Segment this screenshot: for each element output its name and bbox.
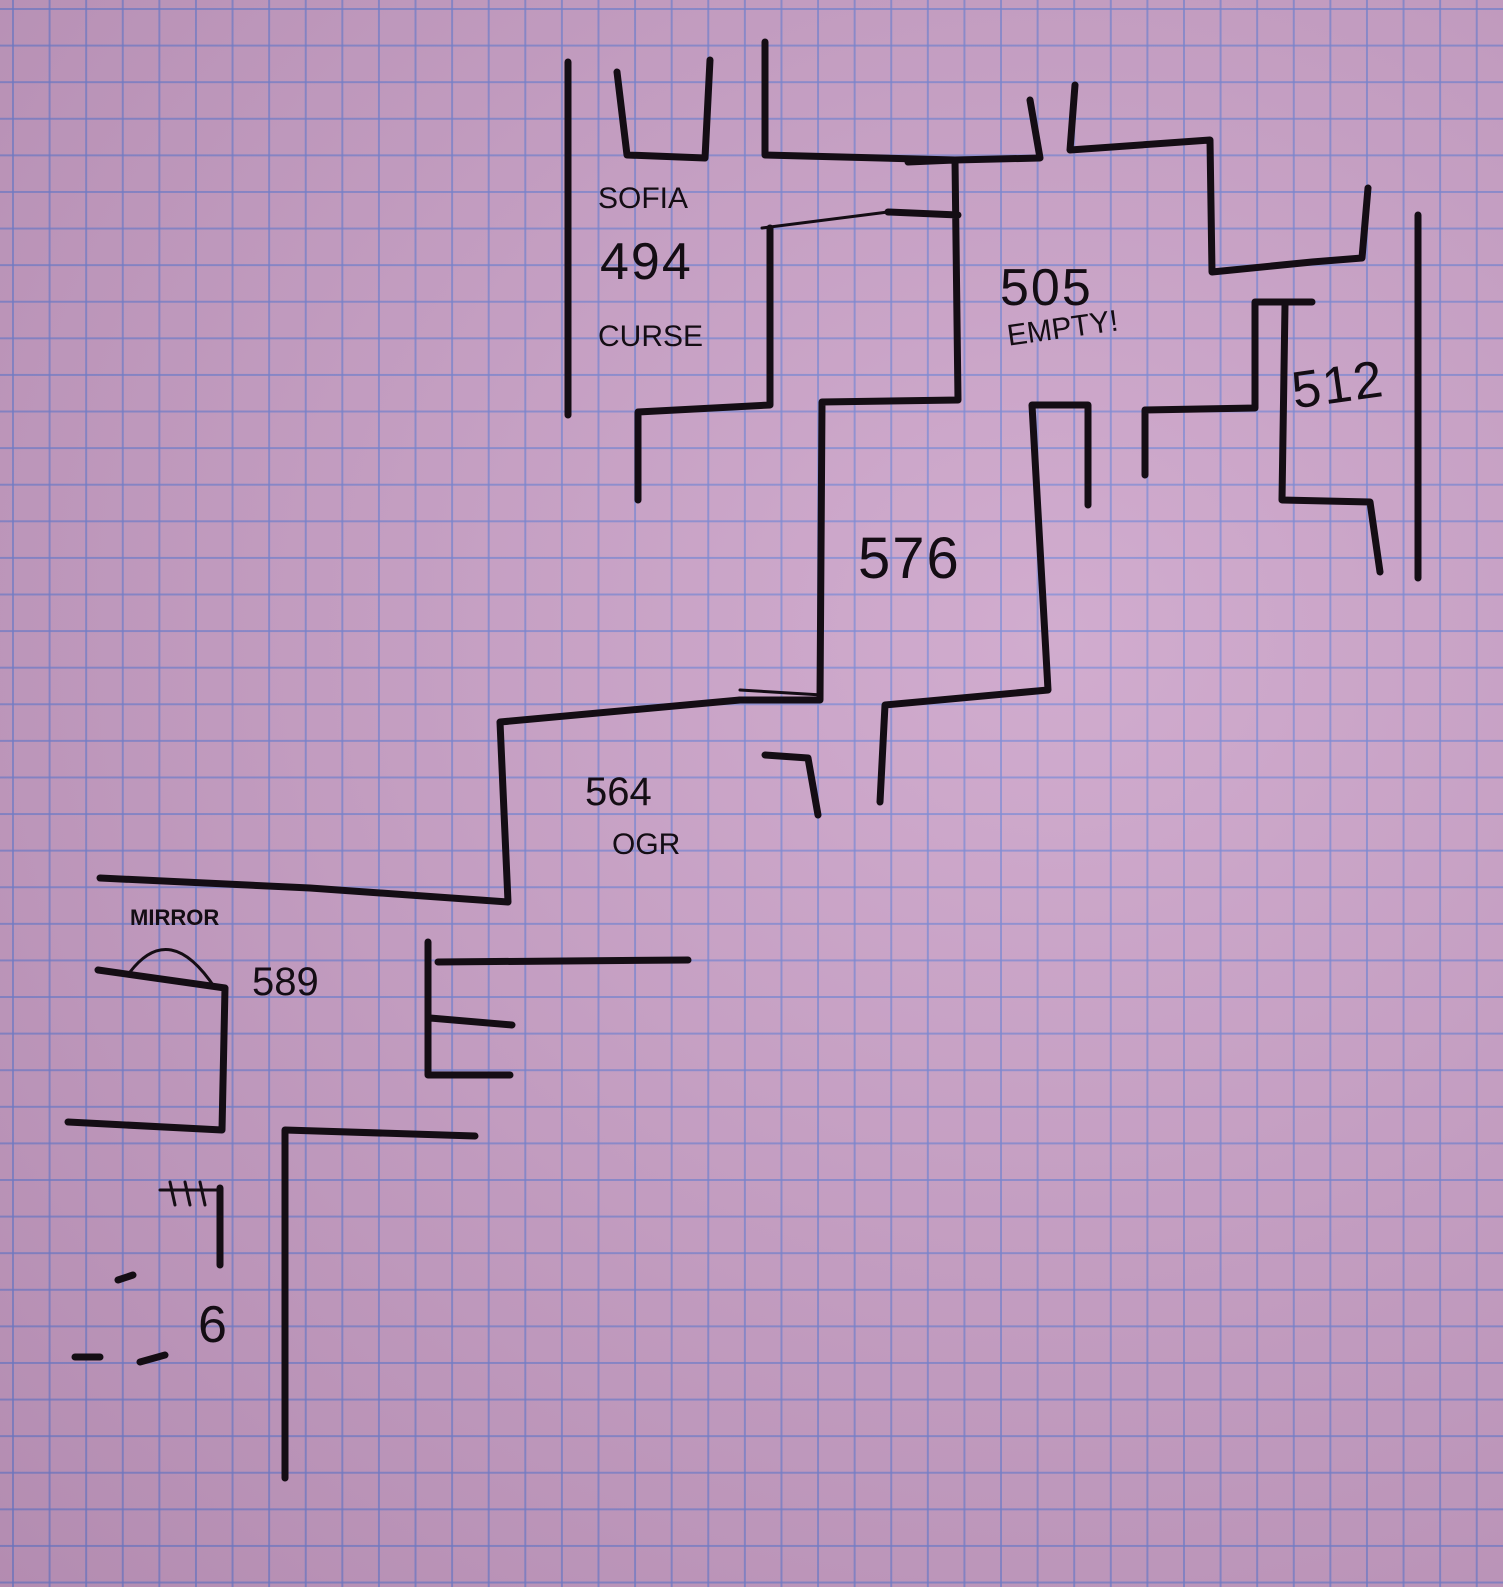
room-494-number: 494	[600, 233, 693, 291]
wall-494-right	[634, 224, 774, 504]
room-494-note: CURSE	[598, 320, 704, 353]
stairs-digit: 6	[198, 1296, 229, 1354]
room-512-number: 512	[1288, 350, 1389, 421]
room-505-number: 505	[1000, 259, 1093, 317]
wall-564	[96, 696, 744, 906]
wall-564-thin	[738, 688, 824, 697]
wall-494-alcove	[613, 56, 714, 162]
mirror-arc	[128, 948, 217, 990]
room-564-number: 564	[585, 770, 652, 814]
stairs-marks	[158, 1180, 224, 1207]
wall-505-right	[1141, 298, 1316, 479]
mirror-label: MIRROR	[130, 905, 220, 930]
wall-505-top	[1066, 81, 1372, 276]
wall-corridor-inner	[736, 156, 962, 704]
wall-589-south	[281, 1126, 479, 1482]
room-564-note: OGR	[612, 828, 681, 861]
wall-589-east	[424, 938, 692, 1079]
wall-589-mirror-side	[64, 966, 229, 1134]
wall-505-bottom	[876, 401, 1092, 806]
room-576-number: 576	[858, 526, 961, 591]
room-589-number: 589	[252, 960, 319, 1004]
room-494-name: SOFIA	[598, 182, 689, 215]
wall-corridor-top	[761, 38, 1044, 164]
wall-512	[1278, 301, 1384, 576]
wall-564-door	[761, 751, 822, 819]
wall-494-top-thin	[760, 210, 890, 230]
dash-marks	[71, 1271, 169, 1366]
